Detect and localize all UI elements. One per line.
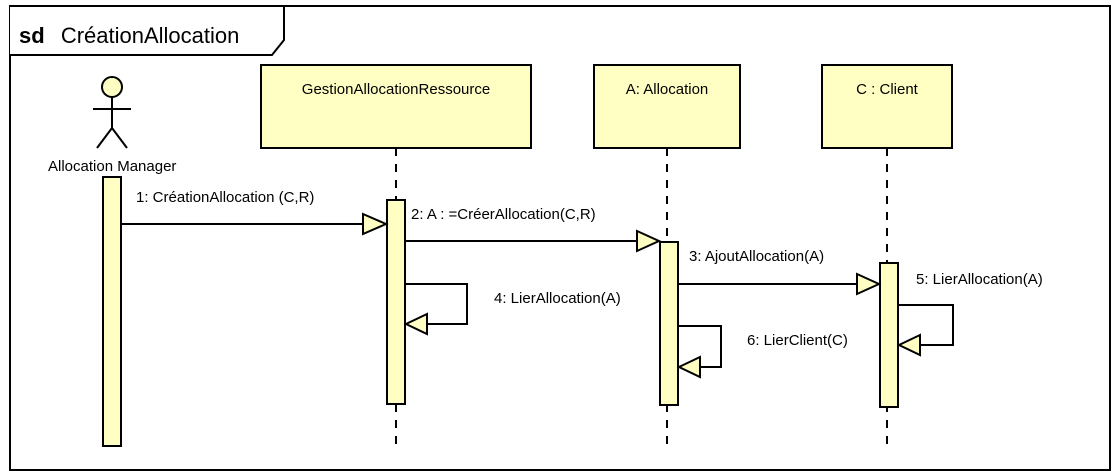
lifeline-label: A: Allocation (626, 81, 709, 98)
message-label: 1: CréationAllocation (C,R) (136, 189, 314, 206)
message-5[interactable]: 5: LierAllocation(A) (896, 271, 1043, 357)
stick-figure-icon (93, 76, 131, 149)
actor-label: Allocation Manager (48, 158, 176, 175)
message-2[interactable]: 2: A : =CréerAllocation(C,R) (405, 206, 662, 253)
message-label: 4: LierAllocation(A) (494, 290, 621, 307)
message-6[interactable]: 6: LierClient(C) (676, 325, 848, 379)
message-1[interactable]: 1: CréationAllocation (C,R) (121, 189, 389, 236)
lifeline-head (260, 64, 532, 149)
lifeline-label: GestionAllocationRessource (302, 81, 490, 98)
message-arrow-line (898, 304, 954, 346)
arrowhead-icon (856, 272, 882, 296)
activation-bar (386, 199, 406, 405)
frame-title: sd CréationAllocation (19, 23, 239, 48)
arrowhead-icon (676, 355, 701, 379)
activation-bar (659, 241, 679, 406)
message-3[interactable]: 3: AjoutAllocation(A) (678, 248, 882, 296)
frame-keyword: sd (19, 23, 45, 48)
activation-bar (879, 262, 899, 408)
lifeline-client[interactable]: C : Client (821, 64, 953, 450)
message-arrow-line (405, 283, 468, 325)
message-4[interactable]: 4: LierAllocation(A) (403, 283, 621, 336)
actor-activation-bar (102, 176, 122, 447)
lifeline-gestion-allocation-ressource[interactable]: GestionAllocationRessource (260, 64, 532, 450)
message-label: 6: LierClient(C) (747, 332, 848, 349)
arrowhead-icon (362, 212, 389, 236)
frame-name-tab (10, 5, 285, 56)
arrowhead-icon (403, 312, 428, 336)
lifeline-label: C : Client (856, 81, 919, 98)
lifeline-head (593, 64, 741, 149)
arrowhead-icon (636, 229, 662, 253)
message-label: 3: AjoutAllocation(A) (689, 248, 824, 265)
message-label: 5: LierAllocation(A) (916, 271, 1043, 288)
lifeline-allocation[interactable]: A: Allocation (593, 64, 741, 450)
lifeline-head (821, 64, 953, 149)
actor-allocation-manager[interactable]: Allocation Manager (48, 76, 176, 175)
frame-name: CréationAllocation (61, 23, 240, 48)
message-label: 2: A : =CréerAllocation(C,R) (411, 206, 596, 223)
message-arrow-line (678, 325, 722, 368)
arrowhead-icon (896, 333, 921, 357)
